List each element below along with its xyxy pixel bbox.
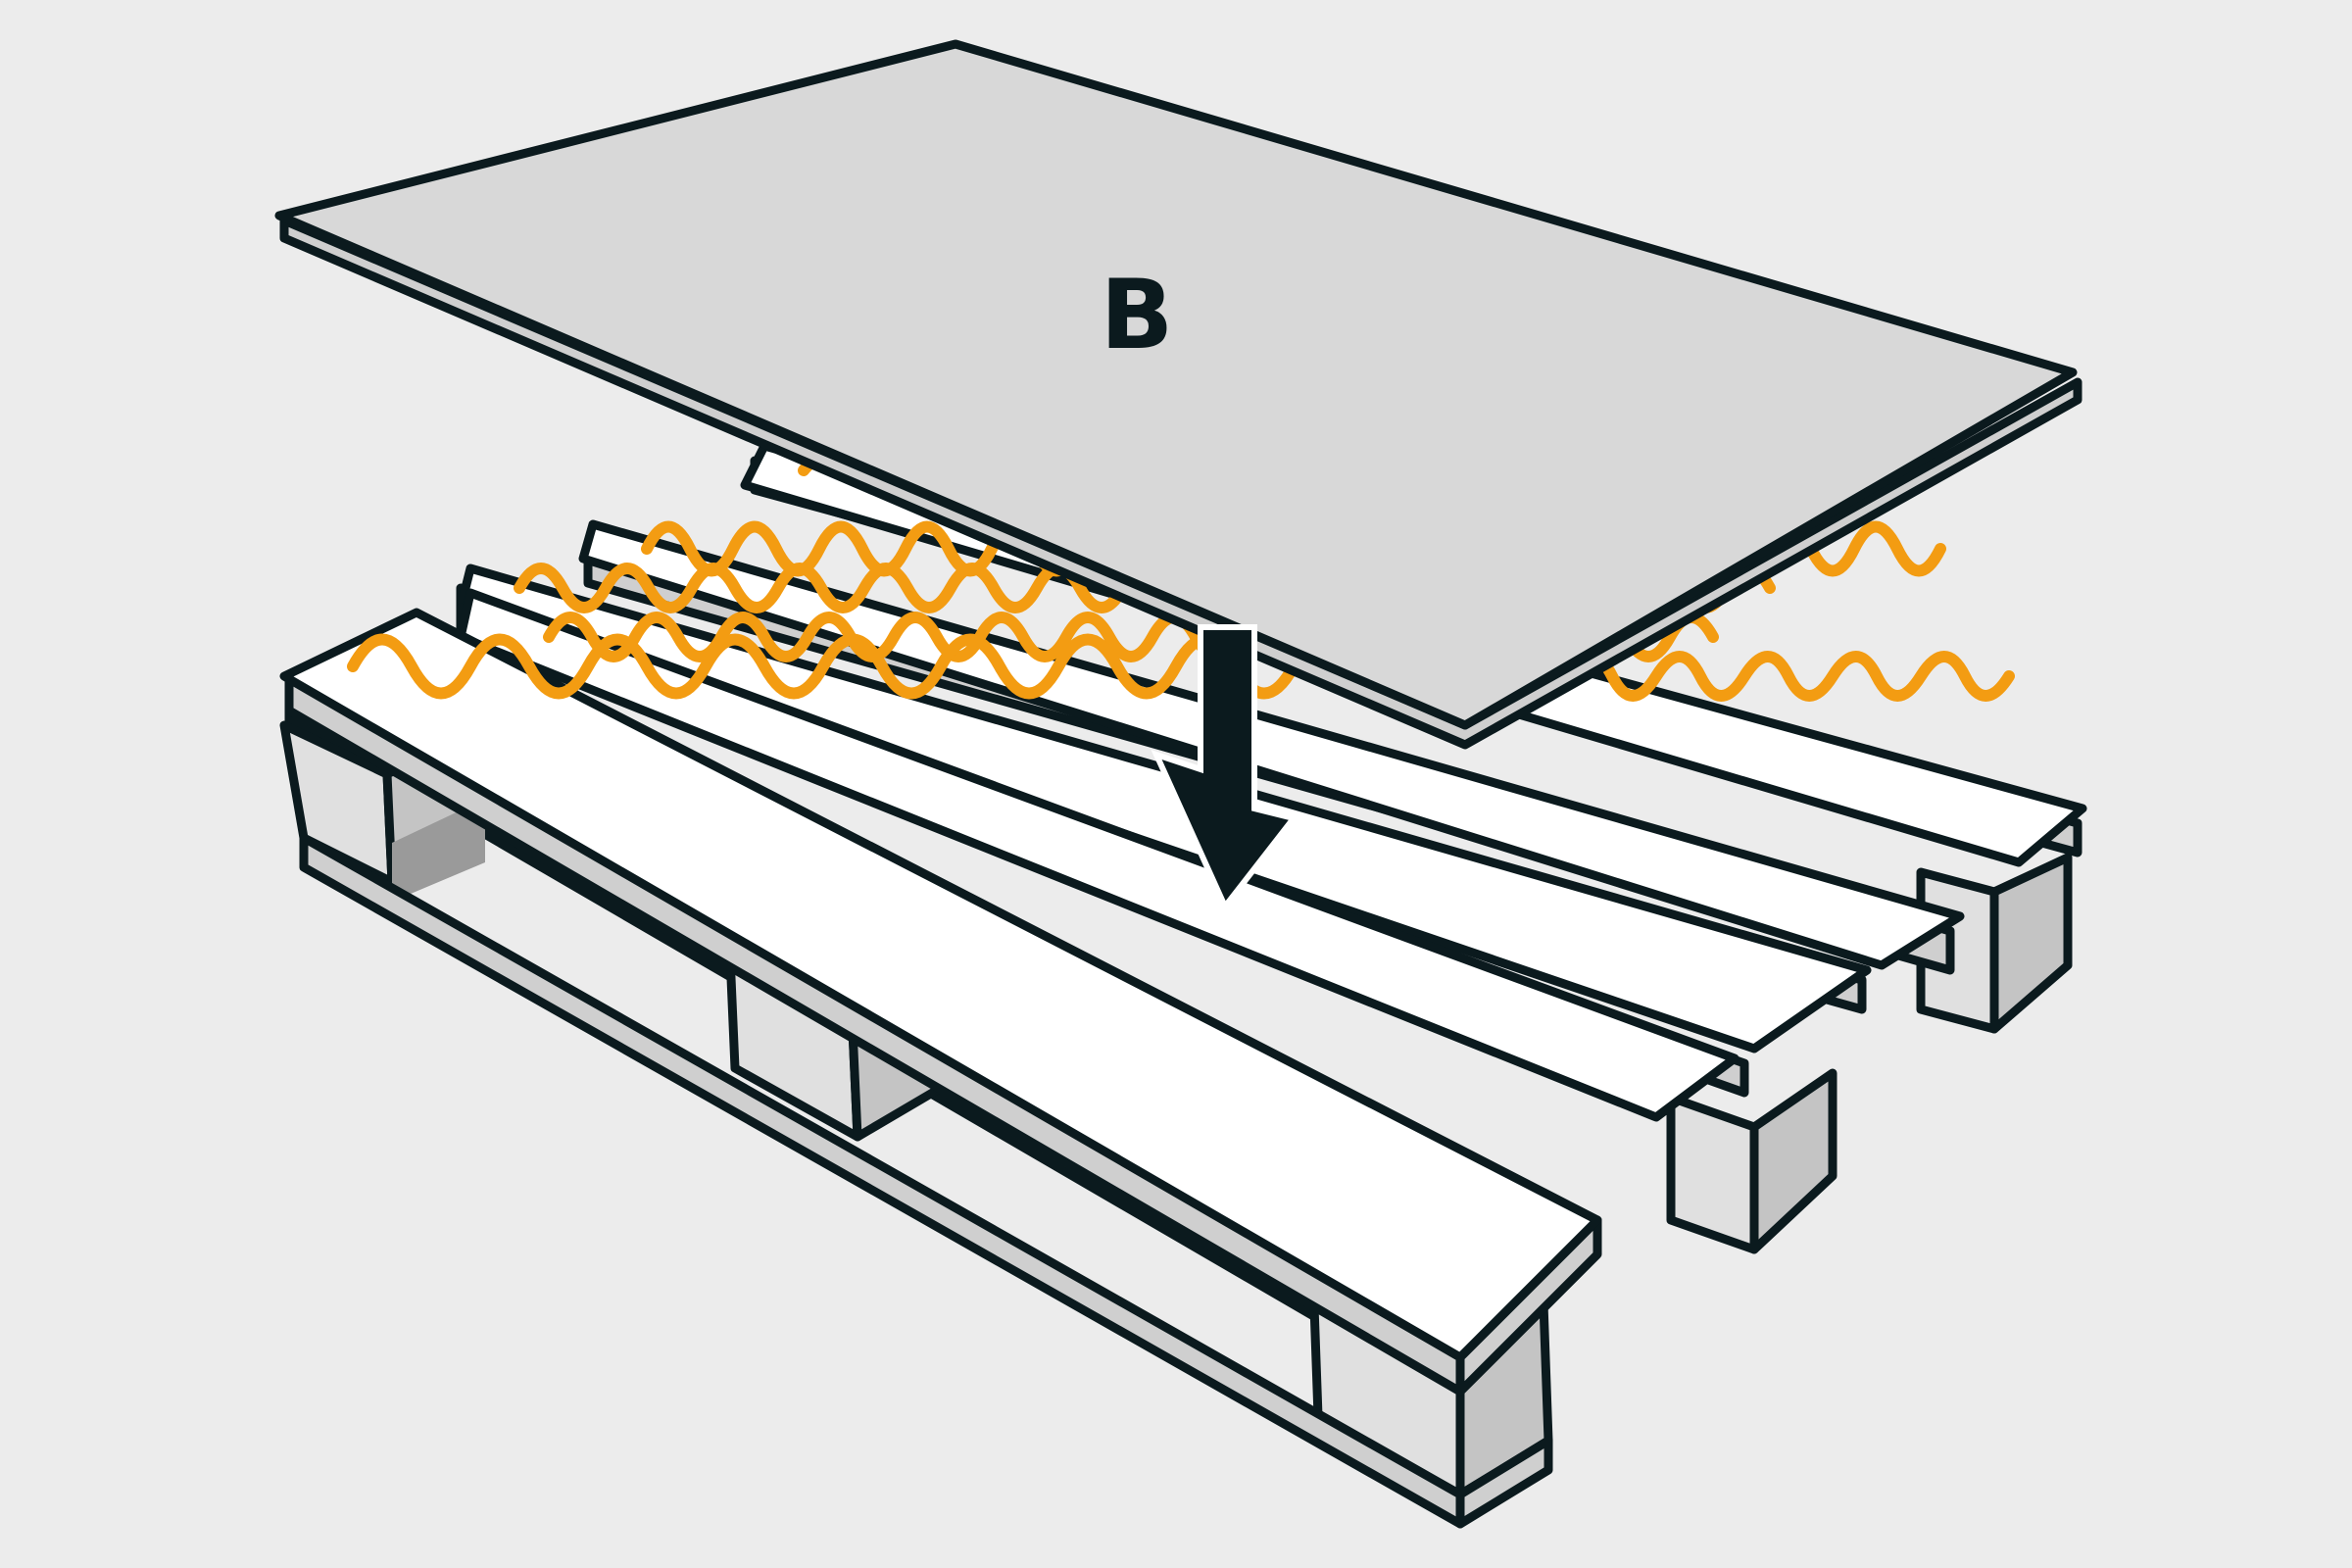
arrow-down-icon xyxy=(1151,624,1299,912)
pallet-gap-left xyxy=(392,799,485,902)
pallet-bottom-board-front xyxy=(299,833,1553,1529)
pallet xyxy=(279,441,2087,1529)
pallet-block-mid-right xyxy=(1666,1068,1838,1254)
panel-b-label: B xyxy=(1101,260,1174,371)
panel-b: B xyxy=(274,39,2082,750)
panel-b-face xyxy=(274,39,2078,730)
pallet-deck-board-1 xyxy=(279,608,1602,1396)
pallet-deck-board-2 xyxy=(456,588,1749,1122)
